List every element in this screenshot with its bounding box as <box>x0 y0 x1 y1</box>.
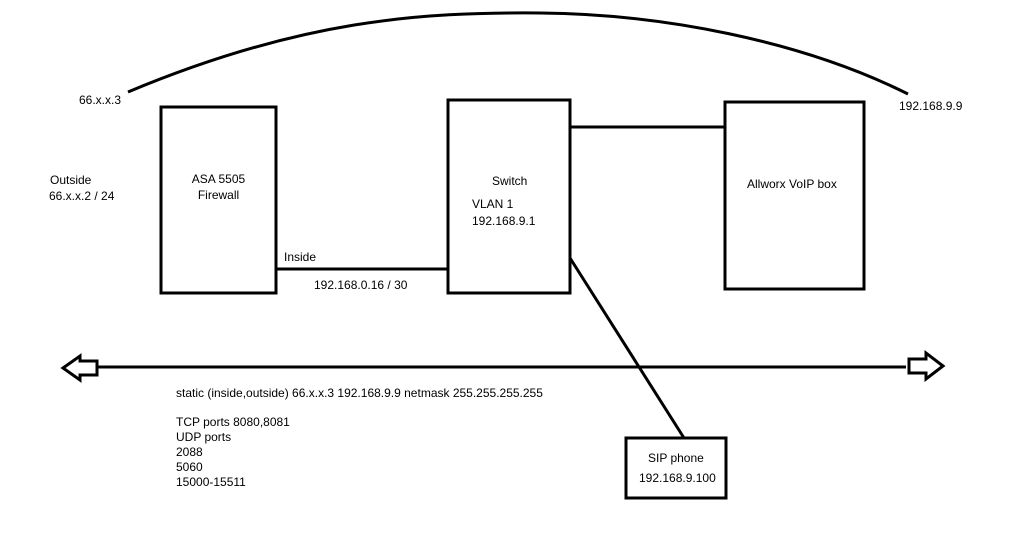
sip-phone-box <box>624 436 728 500</box>
right-private-ip-label: 192.168.9.9 <box>899 99 963 113</box>
firewall-type-label: Firewall <box>197 188 240 202</box>
firewall-box <box>159 105 278 295</box>
voip-box-title-label: Allworx VoIP box <box>747 177 837 191</box>
left-arrow-head-icon <box>60 353 99 383</box>
right-arrow-head-icon <box>907 349 946 383</box>
inside-title-label: Inside <box>284 250 317 264</box>
voip-box <box>723 100 866 291</box>
switch-sip-link <box>568 257 686 439</box>
switch-ip-label: 192.168.9.1 <box>472 214 536 228</box>
outside-ip-label: 66.x.x.2 / 24 <box>49 189 115 203</box>
static-nat-command: static (inside,outside) 66.x.x.3 192.168… <box>176 386 543 400</box>
sip-phone-title-label: SIP phone <box>648 451 704 465</box>
udp-port-item: 5060 <box>176 460 203 474</box>
switch-vlan-label: VLAN 1 <box>472 197 514 211</box>
udp-ports-label: UDP ports <box>176 430 232 444</box>
udp-port-item: 2088 <box>176 445 203 459</box>
udp-port-item: 15000-15511 <box>176 475 246 489</box>
outside-title-label: Outside <box>50 173 92 187</box>
left-public-ip-label: 66.x.x.3 <box>79 93 122 107</box>
sip-phone-ip-label: 192.168.9.100 <box>639 471 716 485</box>
switch-box <box>446 98 572 295</box>
nat-mapping-arc <box>127 11 909 96</box>
tcp-ports-label: TCP ports 8080,8081 <box>176 415 290 429</box>
firewall-model-label: ASA 5505 <box>191 172 246 186</box>
inside-link-ip-label: 192.168.0.16 / 30 <box>314 278 408 292</box>
switch-title-label: Switch <box>492 174 528 188</box>
